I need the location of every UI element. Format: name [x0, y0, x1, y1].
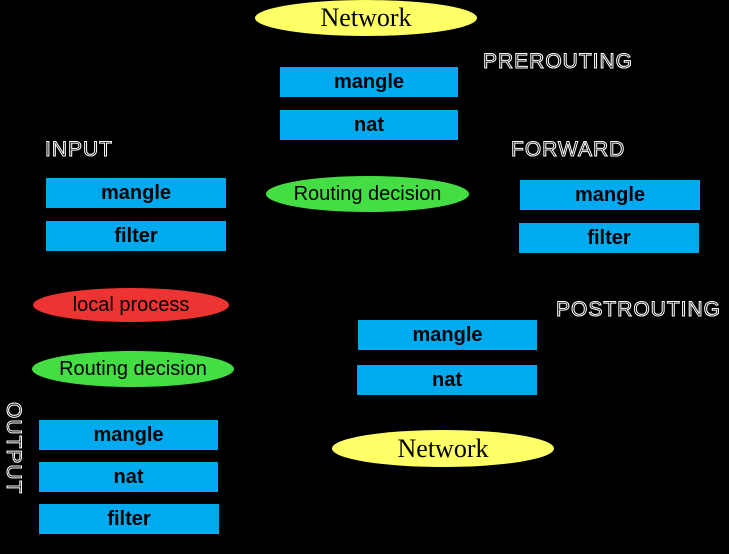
local-process-oval: local process	[33, 288, 229, 322]
network-bottom-oval: Network	[332, 430, 554, 467]
routing-decision-center-oval: Routing decision	[266, 176, 469, 212]
forward-filter-table: filter	[519, 223, 699, 253]
output-label: OUTPUT	[2, 402, 26, 495]
input-filter-table: filter	[46, 221, 226, 251]
input-mangle-table: mangle	[46, 178, 226, 208]
postrouting-nat-table: nat	[357, 365, 537, 395]
postrouting-label: POSTROUTING	[555, 298, 722, 322]
forward-label: FORWARD	[510, 138, 626, 162]
input-label: INPUT	[45, 138, 113, 162]
output-mangle-table: mangle	[39, 420, 218, 450]
network-top-oval: Network	[255, 0, 477, 36]
postrouting-mangle-table: mangle	[358, 320, 537, 350]
forward-mangle-table: mangle	[520, 180, 700, 210]
routing-decision-left-oval: Routing decision	[32, 351, 234, 387]
prerouting-nat-table: nat	[280, 110, 458, 140]
prerouting-mangle-table: mangle	[280, 67, 458, 97]
output-nat-table: nat	[39, 462, 218, 492]
output-filter-table: filter	[39, 504, 219, 534]
prerouting-label: PREROUTING	[482, 50, 634, 74]
